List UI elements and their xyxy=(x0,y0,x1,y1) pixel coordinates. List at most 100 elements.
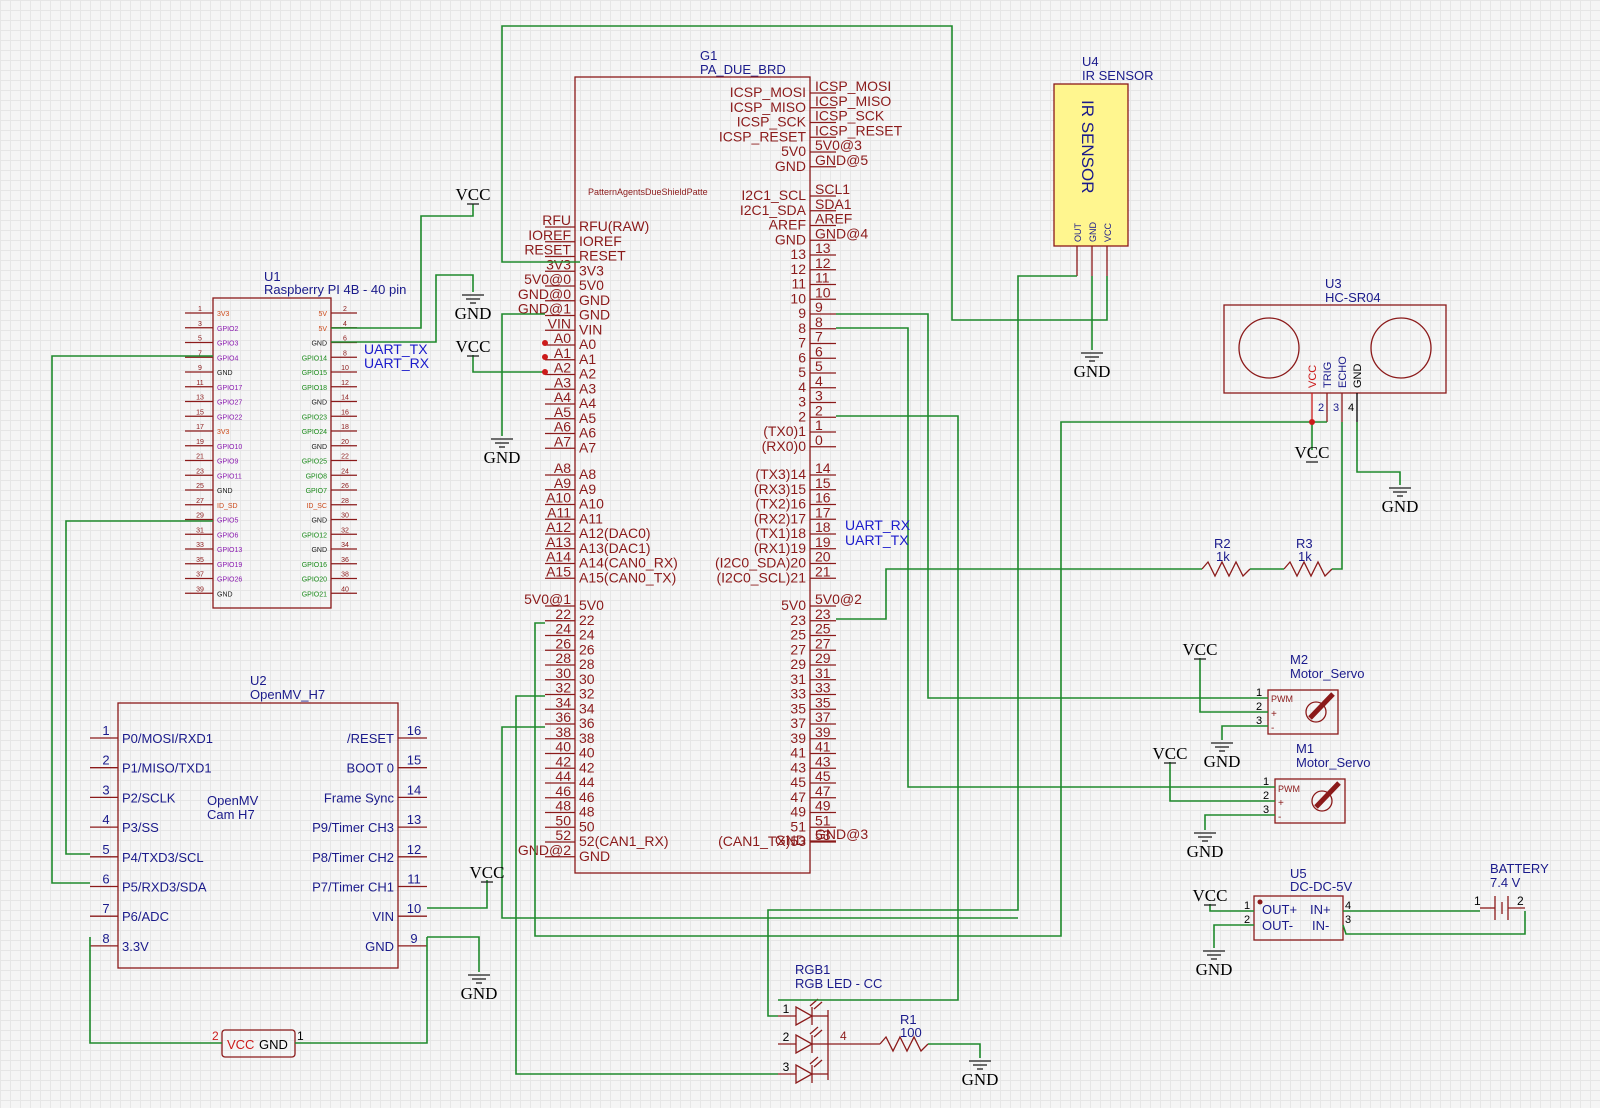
g1-board[interactable]: G1 PA_DUE_BRD PatternAgentsDueShieldPatt… xyxy=(518,48,903,874)
g1-left-pin-inner: VIN xyxy=(579,321,602,337)
g1-right-pin-inner: 51 xyxy=(790,818,806,834)
g1-right-pin-inner: 3 xyxy=(798,394,806,410)
g1-right-pin-inner: 23 xyxy=(790,612,806,628)
vcc-net-label: VCC xyxy=(1183,640,1218,659)
g1-right-pin-outer: ICSP_RESET xyxy=(815,122,903,138)
u4-body-label: IR SENSOR xyxy=(1078,100,1097,194)
g1-right-pin-outer: ICSP_MISO xyxy=(815,93,891,109)
g1-left-pin-inner: A9 xyxy=(579,481,596,497)
u2-pins: 1P0/MOSI/RXD12P1/MISO/TXD13P2/SCLK4P3/SS… xyxy=(90,723,427,954)
r2-resistor[interactable]: R2 1k xyxy=(1201,536,1251,578)
svg-text:2: 2 xyxy=(1244,914,1250,926)
g1-right-pin-outer: 12 xyxy=(815,255,831,271)
gnd-net-label: GND xyxy=(484,448,521,467)
g1-right-pin-outer: 18 xyxy=(815,519,831,535)
g1-left-pin-inner: GND xyxy=(579,292,610,308)
u4-ir-sensor[interactable]: U4 IR SENSOR IR SENSOR OUT GND VCC xyxy=(1053,54,1154,276)
u1-left-pin: GND xyxy=(217,370,233,377)
r1-resistor[interactable]: R1 100 xyxy=(879,1012,929,1053)
g1-left-pin-inner: 52(CAN1_RX) xyxy=(579,833,668,849)
u2-left-pin: P4/TXD3/SCL xyxy=(122,850,204,865)
r1-value: 100 xyxy=(900,1025,922,1040)
g1-left-pin-outer: A3 xyxy=(554,374,571,390)
vcc-net-label: VCC xyxy=(1153,744,1188,763)
svg-text:16: 16 xyxy=(341,409,349,416)
g1-left-pin-inner: A14(CAN0_RX) xyxy=(579,555,678,571)
g1-right-pin-outer: 17 xyxy=(815,504,831,520)
g1-right-pin-outer: 6 xyxy=(815,343,823,359)
u2-left-pin: P1/MISO/TXD1 xyxy=(122,761,212,776)
u1-left-pin: GPIO4 xyxy=(217,355,239,362)
rgb1-led[interactable]: RGB1 RGB LED - CC 123 4 xyxy=(778,962,882,1085)
rgb1-name: RGB LED - CC xyxy=(795,976,882,991)
u2-openmv[interactable]: U2 OpenMV_H7 OpenMV Cam H7 1P0/MOSI/RXD1… xyxy=(90,673,427,969)
svg-text:IN+: IN+ xyxy=(1310,902,1331,917)
u5-dc-dc[interactable]: U5 DC-DC-5V OUT+ OUT- IN+ IN- xyxy=(1253,866,1352,941)
svg-text:11: 11 xyxy=(196,380,203,387)
g1-right-pin-inner: (RX2)17 xyxy=(754,510,806,526)
vcc-net-label: VCC xyxy=(470,863,505,882)
g1-left-pin-outer: A7 xyxy=(554,433,571,449)
g1-right-pin-inner: 12 xyxy=(790,261,806,277)
m1-servo[interactable]: M1 Motor_Servo PWM + - xyxy=(1274,741,1370,824)
g1-left-pin-inner: A8 xyxy=(579,466,596,482)
g1-left-pin-inner: 44 xyxy=(579,774,595,790)
g1-left-pin-inner: RESET xyxy=(579,248,626,264)
u1-left-pin: GPIO11 xyxy=(217,473,242,480)
u2-ref: U2 xyxy=(250,673,267,688)
g1-left-pin-inner: A11 xyxy=(579,510,603,526)
u4-pin-gnd: GND xyxy=(1088,222,1098,243)
u1-right-pin: GND xyxy=(311,341,327,348)
rpi-uart-rx-label: UART_RX xyxy=(364,355,430,371)
r3-value: 1k xyxy=(1298,549,1312,564)
pin-numbers: 1 2 3 1 2 3 1 2 4 3 xyxy=(1244,687,1351,926)
g1-name: PA_DUE_BRD xyxy=(700,62,786,77)
rgb1-diodes: 123 xyxy=(778,998,828,1085)
g1-right-pin-inner: I2C1_SDA xyxy=(740,202,807,218)
svg-text:4: 4 xyxy=(1345,900,1351,912)
svg-text:23: 23 xyxy=(196,468,204,475)
g1-left-pin-outer: 30 xyxy=(555,665,571,681)
battery[interactable]: BATTERY 7.4 V 1 2 xyxy=(1474,861,1549,920)
g1-right-pin-inner: (TX0)1 xyxy=(763,423,806,439)
m2-servo[interactable]: M2 Motor_Servo PWM + - xyxy=(1267,652,1364,735)
svg-text:7: 7 xyxy=(198,350,202,357)
u1-right-pin: GPIO24 xyxy=(302,429,327,436)
u1-pins: 13V33GPIO25GPIO37GPIO49GND11GPIO1713GPIO… xyxy=(185,306,357,598)
g1-right-pin-outer: 37 xyxy=(815,709,831,725)
u3-hc-sr04[interactable]: U3 HC-SR04 VCC TRIG ECHO GND 2 3 4 xyxy=(1223,276,1447,422)
svg-text:40: 40 xyxy=(341,586,349,593)
svg-text:3: 3 xyxy=(1345,914,1351,926)
g1-left-pin-inner: A4 xyxy=(579,395,596,411)
svg-text:13: 13 xyxy=(407,812,421,827)
u1-name: Raspberry PI 4B - 40 pin xyxy=(264,282,406,297)
vcc-net-label: VCC xyxy=(1295,443,1330,462)
svg-text:26: 26 xyxy=(341,483,349,490)
u1-left-pin: GND xyxy=(217,591,233,598)
u1-right-pin: GPIO20 xyxy=(302,577,327,584)
g1-right-pin-inner: I2C1_SCL xyxy=(741,187,806,203)
g1-right-pin-inner: 4 xyxy=(798,379,806,395)
u1-body xyxy=(212,297,332,609)
svg-text:1: 1 xyxy=(297,1029,304,1043)
u1-right-pin: GPIO25 xyxy=(302,459,327,466)
vcc-gnd-connector[interactable]: VCC GND 2 1 xyxy=(212,1029,304,1058)
g1-right-pin-inner: 8 xyxy=(798,320,806,336)
svg-text:9: 9 xyxy=(410,931,417,946)
svg-text:PWM: PWM xyxy=(1278,784,1300,794)
svg-text:3: 3 xyxy=(783,1060,790,1074)
svg-text:2: 2 xyxy=(783,1030,790,1044)
m1-name: Motor_Servo xyxy=(1296,755,1370,770)
g1-right-pin-outer: AREF xyxy=(815,211,852,227)
r3-resistor[interactable]: R3 1k xyxy=(1283,536,1333,578)
g1-left-pin-outer: A6 xyxy=(554,419,571,435)
u4-pin-vcc: VCC xyxy=(1103,222,1113,242)
u1-raspberry-pi[interactable]: U1 Raspberry PI 4B - 40 pin 13V33GPIO25G… xyxy=(185,269,406,609)
u2-right-pin: VIN xyxy=(372,909,394,924)
g1-left-pin-inner: 3V3 xyxy=(579,262,604,278)
u1-right-pin: GND xyxy=(311,518,327,525)
connector-gnd: GND xyxy=(259,1037,288,1052)
g1-right-pin-outer: 1 xyxy=(815,417,823,433)
